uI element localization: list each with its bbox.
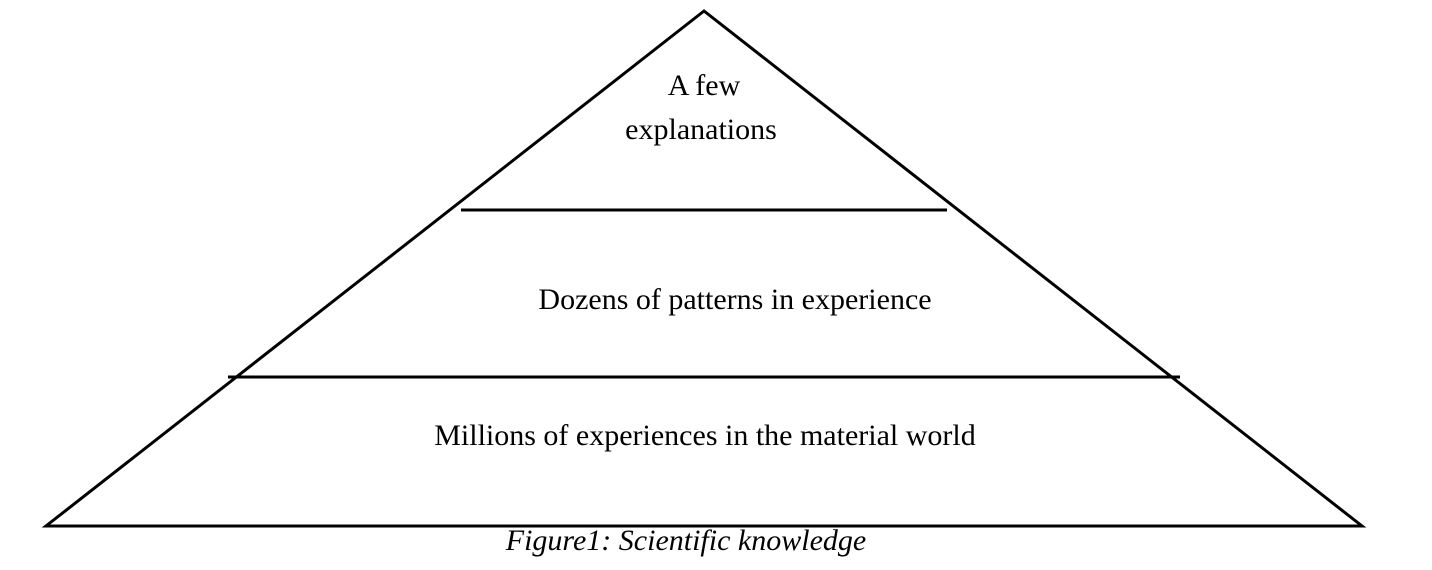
bottom-tier-label: Millions of experiences in the material … xyxy=(434,419,976,452)
top-tier-label-line2: explanations xyxy=(625,113,777,146)
pyramid-outline xyxy=(41,9,1367,528)
middle-tier-label: Dozens of patterns in experience xyxy=(538,283,931,316)
top-tier-label-line1: A few xyxy=(668,69,741,102)
figure-caption: Figure1: Scientific knowledge xyxy=(505,524,866,557)
